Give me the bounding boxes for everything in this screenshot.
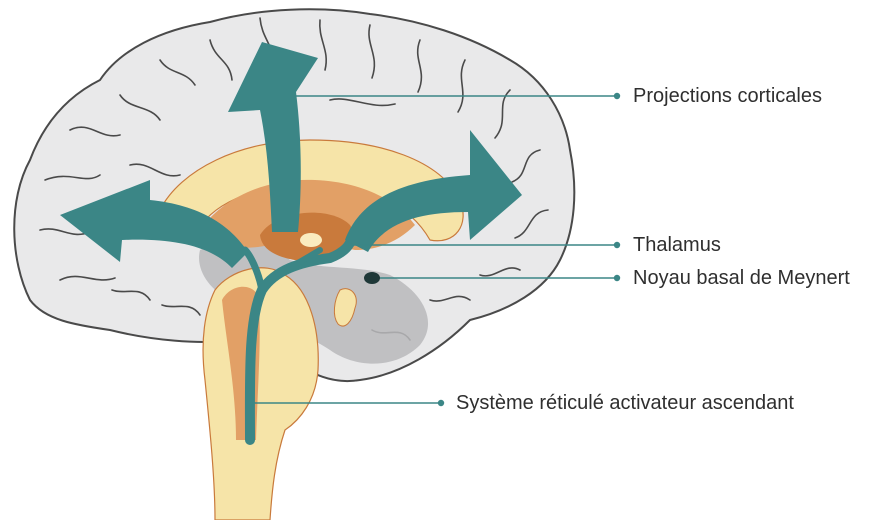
dot-thalamus [613, 241, 621, 249]
leader-dots [437, 92, 621, 407]
meynert-nucleus-marker [364, 272, 380, 284]
label-projections-corticales: Projections corticales [633, 85, 822, 107]
arrow-up [228, 42, 318, 232]
dot-projections [613, 92, 621, 100]
arrow-right [345, 130, 522, 252]
leader-lines [252, 95, 616, 404]
thalamus-nucleus [300, 233, 322, 247]
dot-meynert [613, 274, 621, 282]
label-noyau-basal-meynert: Noyau basal de Meynert [633, 267, 850, 289]
label-thalamus: Thalamus [633, 234, 721, 256]
pituitary [333, 288, 357, 327]
arrow-left [60, 180, 248, 268]
projection-arrows [60, 42, 522, 268]
sulci [39, 17, 549, 341]
dot-reticular [437, 399, 445, 407]
label-systeme-reticule: Système réticulé activateur ascendant [456, 392, 794, 414]
